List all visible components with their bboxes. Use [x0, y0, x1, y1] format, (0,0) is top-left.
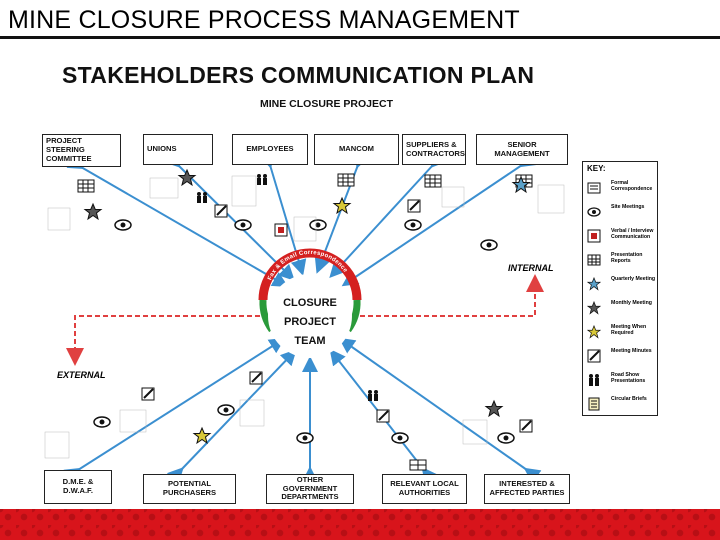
site-meeting-icon	[296, 432, 314, 444]
box-relevant-local-authorities: RELEVANT LOCAL AUTHORITIES	[382, 474, 467, 504]
legend-item: Site Meetings	[583, 202, 659, 224]
internal-arrow	[352, 274, 544, 317]
legend-key: KEY: Formal Correspondence Site Meetings…	[582, 161, 658, 416]
meeting-minutes-icon	[214, 204, 228, 218]
legend-label: Presentation Reports	[611, 252, 643, 265]
legend-label: Circular Briefs	[611, 396, 647, 402]
site-meeting-icon	[391, 432, 409, 444]
legend-label: Road Show Presentations	[611, 372, 646, 385]
center-arc-red	[258, 248, 362, 301]
legend-item: Formal Correspondence	[583, 178, 659, 200]
plan-title: STAKEHOLDERS COMMUNICATION PLAN	[62, 62, 535, 88]
communication-icons	[77, 168, 533, 471]
center-line2: PROJECT	[284, 316, 336, 328]
box-other-government-departments: OTHER GOVERNMENT DEPARTMENTS	[266, 474, 354, 504]
legend-label: Quarterly Meeting	[611, 276, 656, 282]
meeting-minutes-icon	[587, 349, 601, 363]
spoke-senior	[341, 151, 537, 287]
legend-label: Formal Correspondence	[611, 180, 653, 193]
plan-subtitle: MINE CLOSURE PROJECT	[260, 98, 394, 110]
meeting-when-required-icon	[332, 196, 352, 215]
center-line1: CLOSURE	[283, 297, 337, 309]
box-dme-dwaf: D.M.E. & D.W.A.F.	[44, 470, 112, 504]
box-employees: EMPLOYEES	[232, 134, 308, 165]
meeting-minutes-icon	[407, 199, 421, 213]
meeting-minutes-icon	[376, 409, 390, 423]
legend-item: Monthly Meeting	[583, 298, 659, 320]
legend-label: Site Meetings	[611, 204, 645, 210]
legend-item: Meeting Minutes	[583, 346, 659, 368]
annotation-marks	[44, 175, 565, 459]
legend-label: Verbal / Interview Communication	[611, 228, 654, 241]
box-potential-purchasers: POTENTIAL PURCHASERS	[143, 474, 236, 504]
legend-item: Road Show Presentations	[583, 370, 659, 392]
bottom-spokes	[63, 337, 542, 485]
box-suppliers-contractors: SUPPLIERS & CONTRACTORS	[402, 134, 466, 165]
slide-title: MINE CLOSURE PROCESS MANAGEMENT	[8, 6, 520, 34]
meeting-minutes-icon	[519, 419, 533, 433]
box-unions: UNIONS	[143, 134, 213, 165]
site-meeting-icon	[480, 239, 498, 251]
presentation-reports-icon	[587, 254, 601, 266]
meeting-minutes-icon	[141, 387, 155, 401]
spoke-purchasers	[166, 349, 297, 485]
road-show-icon	[257, 174, 267, 185]
presentation-report-icon	[424, 174, 442, 188]
quarterly-meeting-icon	[511, 175, 531, 194]
monthly-meeting-icon	[587, 301, 601, 315]
box-mancom: MANCOM	[314, 134, 399, 165]
monthly-meeting-icon	[83, 202, 103, 221]
quarterly-meeting-icon	[587, 277, 601, 291]
road-show-icon	[368, 390, 378, 401]
box-interested-affected-parties: INTERESTED & AFFECTED PARTIES	[484, 474, 570, 504]
monthly-meeting-icon	[484, 399, 504, 418]
center-line3: TEAM	[294, 335, 325, 347]
title-divider	[0, 36, 720, 39]
meeting-minutes-icon	[249, 371, 263, 385]
site-meeting-icon	[404, 219, 422, 231]
meeting-when-required-icon	[192, 426, 212, 445]
internal-external-flow	[66, 274, 544, 366]
top-spokes	[66, 150, 537, 288]
internal-label: INTERNAL	[508, 263, 554, 273]
legend-item: Circular Briefs	[583, 394, 659, 416]
footer-decorative-band	[0, 509, 720, 540]
legend-item: Verbal / Interview Communication	[583, 226, 659, 248]
legend-item: Presentation Reports	[583, 250, 659, 272]
site-meeting-icon	[114, 219, 132, 231]
legend-label: Meeting When Required	[611, 324, 647, 337]
road-show-icon	[197, 192, 207, 203]
verbal-interview-icon	[274, 223, 288, 237]
external-arrow	[66, 315, 268, 366]
center-hub: Fax & Email Correspondence CLOSURE PROJE…	[258, 248, 362, 358]
legend-item: Meeting When Required	[583, 322, 659, 344]
spoke-dme	[63, 337, 286, 484]
site-meeting-icon	[217, 404, 235, 416]
legend-item: Quarterly Meeting	[583, 274, 659, 296]
site-meeting-icon	[234, 219, 252, 231]
box-senior-management: SENIOR MANAGEMENT	[476, 134, 568, 165]
monthly-meeting-icon	[177, 168, 197, 187]
external-label: EXTERNAL	[57, 370, 106, 380]
legend-label: Meeting Minutes	[611, 348, 652, 354]
road-show-icon	[589, 374, 599, 386]
circular-briefs-icon	[588, 397, 600, 411]
site-meeting-icon	[309, 219, 327, 231]
site-meeting-icon	[93, 416, 111, 428]
site-meetings-icon	[587, 207, 601, 217]
presentation-report-icon	[337, 173, 355, 187]
formal-correspondence-icon	[587, 182, 601, 194]
presentation-report-icon	[409, 459, 427, 471]
verbal-interview-icon	[587, 229, 601, 243]
legend-label: Monthly Meeting	[611, 300, 652, 306]
site-meeting-icon	[497, 432, 515, 444]
spoke-interested-parties	[338, 337, 542, 484]
presentation-report-icon	[77, 179, 95, 193]
meeting-when-required-icon	[587, 325, 601, 339]
legend-title: KEY:	[587, 164, 606, 173]
box-project-steering-committee: PROJECT STEERING COMMITTEE	[42, 134, 121, 167]
